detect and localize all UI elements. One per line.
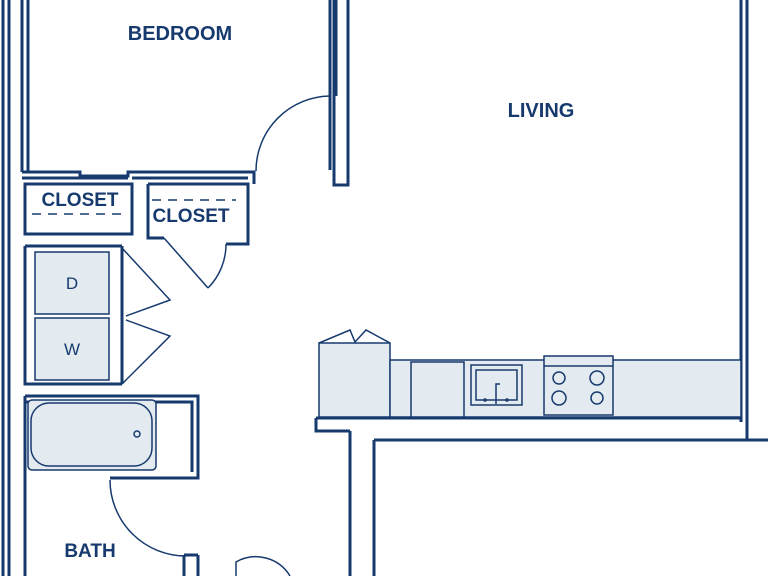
bedroom-door (255, 95, 331, 172)
stove (543, 355, 614, 416)
kitchen (318, 329, 742, 418)
dishwasher (410, 361, 465, 418)
washer (34, 317, 110, 381)
bath (23, 394, 291, 576)
refrigerator (318, 342, 391, 418)
room-label-closet-left: CLOSET (41, 190, 118, 211)
laundry-closet (23, 244, 172, 386)
washer-label: W (64, 340, 80, 359)
dryer-label: D (66, 274, 78, 293)
closet-left (23, 182, 134, 236)
room-label-living: LIVING (508, 100, 575, 122)
closet-right (146, 182, 250, 289)
dryer (34, 251, 110, 315)
room-label-bedroom: BEDROOM (128, 23, 232, 45)
room-label-closet-right: CLOSET (152, 206, 229, 227)
room-label-bath: BATH (64, 541, 115, 562)
